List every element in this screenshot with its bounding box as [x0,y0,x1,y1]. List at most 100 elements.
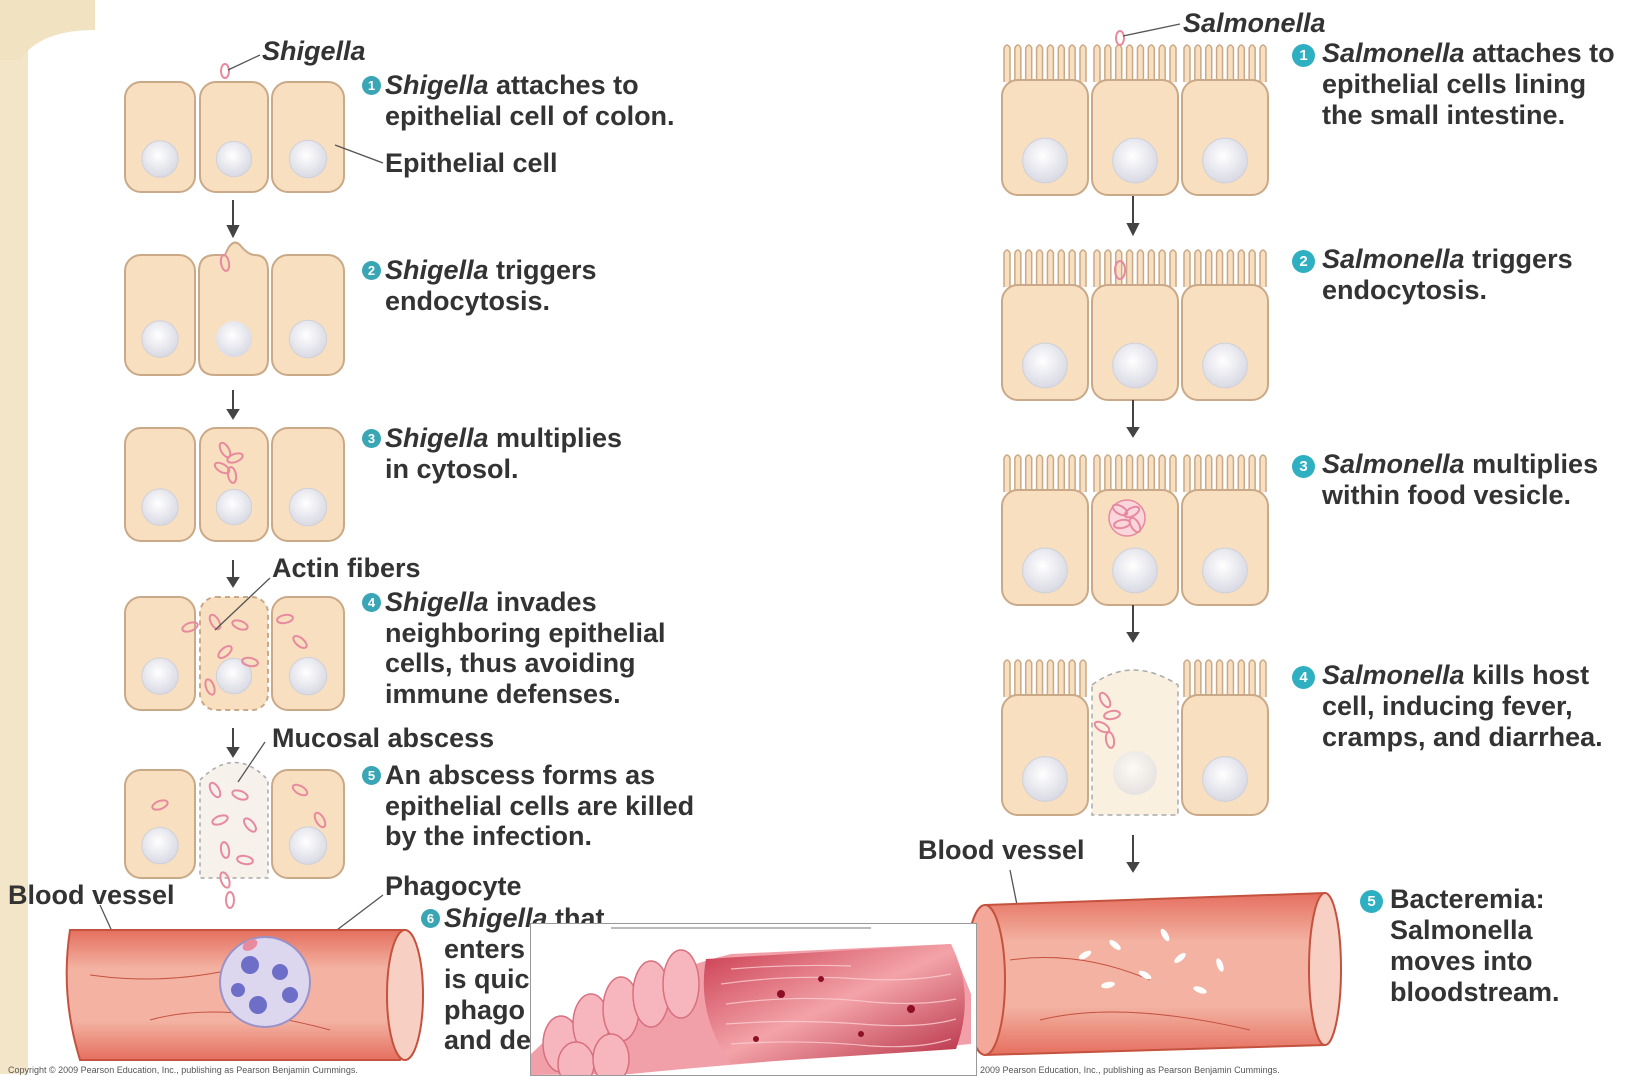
nucleus [1023,343,1068,388]
step-3-badge: 3 [1292,455,1315,478]
step-1-line-3: the small intestine. [1322,100,1565,131]
step-1-line-1: Shigella attaches to [385,70,639,101]
epithelial-cell [272,770,344,878]
step-1-organism: Salmonella [1322,38,1465,68]
nucleus [142,141,178,177]
step-2-badge: 2 [1292,250,1315,273]
step-6-line-5: and de [444,1025,531,1056]
step-3-text: multiplies [489,423,623,453]
step-5-line-2: Salmonella [1390,915,1533,946]
microvilli [1004,455,1086,492]
step-1-line-2: epithelial cell of colon. [385,101,675,132]
step-5-badge: 5 [1360,890,1383,913]
salmonella-blood-vessel [965,893,1341,1055]
epithelial-cell [200,82,268,192]
step-3-line-1: Salmonella multiplies [1322,449,1598,480]
nucleus [1203,548,1248,593]
step-1-badge: 1 [362,76,381,95]
step-4-line-2: neighboring epithelial [385,618,666,649]
step-5-line-3: moves into [1390,946,1533,977]
epithelial-cell [1092,80,1178,195]
shigella-row-4 [125,597,344,710]
microvilli [1184,45,1266,82]
step-5-line-2: epithelial cells are killed [385,791,694,822]
nucleus [216,141,251,176]
step-4-line-1: Shigella invades [385,587,597,618]
step-1-text: attaches to [1465,38,1615,68]
step-6-line-2: enters [444,934,525,965]
step-2-line-1: Shigella triggers [385,255,597,286]
nucleus [1113,138,1158,183]
bacterium [226,892,234,908]
step-4-line-1: Salmonella kills host [1322,660,1589,691]
microvilli [1094,250,1176,287]
step-2-organism: Shigella [385,255,489,285]
right-blood-vessel-label: Blood vessel [918,835,1085,866]
shigella-cell-rows [125,64,344,908]
epithelial-cell [1002,80,1088,195]
left-blood-vessel-label: Blood vessel [8,880,175,911]
nucleus [1113,751,1157,795]
epithelial-cell [272,255,344,375]
nucleus [1203,138,1248,183]
salmonella-row-4 [1002,660,1268,815]
step-3-organism: Shigella [385,423,489,453]
nucleus [1113,548,1158,593]
nucleus [289,488,326,525]
step-4-badge: 4 [362,593,381,612]
step-6-line-4: phago [444,995,525,1026]
nucleus [1203,757,1248,802]
bulging-cell [199,243,268,375]
step-3-badge: 3 [362,429,381,448]
nucleus [289,827,326,864]
step-6-badge: 6 [421,909,440,928]
step-5-line-1: An abscess forms as [385,760,655,791]
epithelial-cell [1002,490,1088,605]
nucleus [1023,548,1068,593]
step-4-badge: 4 [1292,666,1315,689]
intestine-inset-image [530,923,977,1076]
nucleus [1023,138,1068,183]
microvilli [1184,250,1266,287]
epithelial-cell [272,597,344,710]
shigella-row-3 [125,428,344,541]
dead-cell [200,763,268,879]
shigella-blood-vessel [67,930,423,1060]
step-4-line-4: immune defenses. [385,679,621,710]
abscess [200,763,268,879]
microvilli [1004,660,1086,697]
nucleus [142,321,178,357]
step-3-organism: Salmonella [1322,449,1465,479]
actin-fibers-label: Actin fibers [272,553,421,584]
step-5-line-4: bloodstream. [1390,977,1560,1008]
salmonella-row-2 [1002,250,1268,400]
phagocyte-label: Phagocyte [385,871,522,902]
epithelial-cell [125,82,195,192]
epithelial-cell [1182,285,1268,400]
step-4-line-3: cramps, and diarrhea. [1322,722,1603,753]
microvilli [1004,250,1086,287]
shigella-label: Shigella [262,36,366,67]
step-2-line-2: endocytosis. [385,286,550,317]
corner-decoration [0,0,95,1074]
step-1-badge: 1 [1292,44,1315,67]
shigella-row-1 [125,64,344,192]
step-3-line-2: in cytosol. [385,454,519,485]
microvilli [1004,45,1086,82]
step-3-text: multiplies [1465,449,1599,479]
epithelial-cell [1182,490,1268,605]
step-2-organism: Salmonella [1322,244,1465,274]
step-6-line-3: is quic [444,964,530,995]
step-2-text: triggers [1465,244,1573,274]
step-2-badge: 2 [362,261,381,280]
epithelial-cell-label: Epithelial cell [385,148,558,179]
step-1-line-2: epithelial cells lining [1322,69,1586,100]
microvilli [1184,660,1266,697]
nucleus [1203,343,1248,388]
salmonella-row-1 [1002,31,1268,195]
epithelial-cell [125,428,195,541]
nucleus [289,140,326,177]
epithelial-cell [1002,695,1088,815]
step-4-organism: Salmonella [1322,660,1465,690]
microvilli [1094,45,1176,82]
